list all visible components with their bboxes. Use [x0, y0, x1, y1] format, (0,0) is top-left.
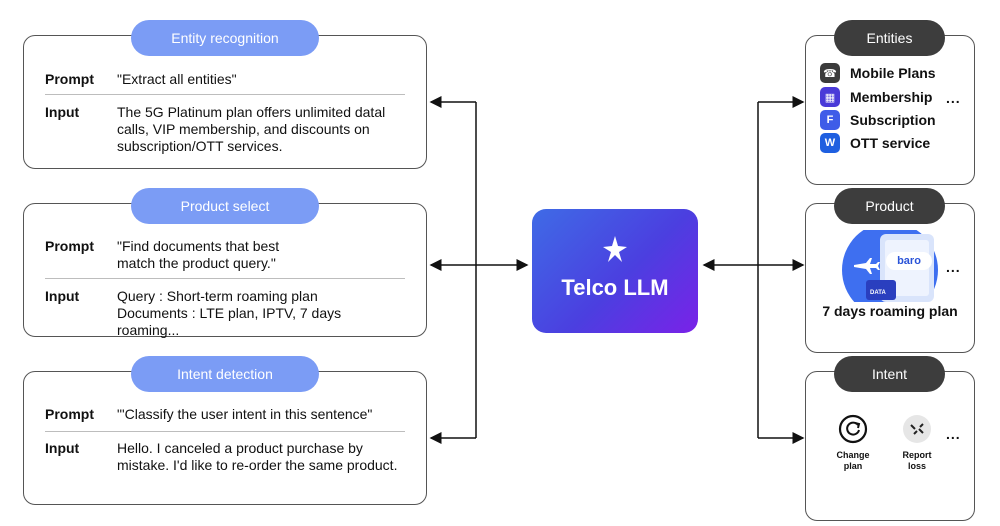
baro-brand-badge: baro	[886, 252, 932, 270]
more-ellipsis: ...	[946, 259, 961, 275]
prompt-label: Prompt	[45, 238, 94, 254]
row-divider	[45, 431, 405, 432]
telco-llm-title: Telco LLM	[561, 275, 669, 300]
membership-card-icon: ▦	[820, 87, 840, 107]
entity-item: F Subscription	[820, 109, 936, 131]
intent-detection-tag: Intent detection	[131, 356, 319, 392]
prompt-text: "Extract all entities"	[117, 71, 237, 87]
input-label: Input	[45, 288, 80, 304]
subscription-f-icon: F	[820, 110, 840, 130]
entity-label: OTT service	[850, 135, 931, 151]
intent-label: Change plan	[836, 450, 870, 471]
sparkle-logo-icon	[603, 236, 627, 262]
more-ellipsis: ...	[946, 426, 961, 442]
prompt-text: "Find documents that best match the prod…	[117, 238, 280, 271]
intent-item: Change plan	[830, 414, 876, 472]
entity-item: ☎ Mobile Plans	[820, 62, 936, 84]
prompt-text: "'Classify the user intent in this sente…	[117, 406, 373, 422]
data-badge: DATA	[870, 290, 886, 296]
intent-output-card: Intent Change plan Report loss ...	[805, 356, 975, 521]
input-text: Hello. I canceled a product purchase by …	[117, 440, 398, 473]
product-caption: 7 days roaming plan	[822, 303, 958, 319]
product-output-card: Product baro DATA ... 7 days roaming pla…	[805, 188, 975, 353]
entity-label: Subscription	[850, 112, 936, 128]
intent-label: Report loss	[902, 450, 932, 471]
input-text: Query : Short-term roaming plan Document…	[117, 288, 342, 338]
input-text: The 5G Platinum plan offers unlimited da…	[117, 104, 386, 154]
product-select-card: Product select Prompt "Find documents th…	[23, 188, 427, 338]
brand-name: baro	[897, 255, 921, 267]
product-select-tag: Product select	[131, 188, 319, 224]
prompt-label: Prompt	[45, 71, 94, 87]
entities-tag: Entities	[834, 20, 945, 56]
telco-llm-box: Telco LLM	[532, 209, 698, 333]
intent-item: Report loss	[894, 414, 940, 472]
entity-label: Membership	[850, 89, 933, 105]
phone-plan-icon: ☎	[820, 63, 840, 83]
intent-detection-card: Intent detection Prompt "'Classify the u…	[23, 356, 427, 505]
entity-label: Mobile Plans	[850, 65, 936, 81]
prompt-label: Prompt	[45, 406, 94, 422]
product-tag: Product	[834, 188, 945, 224]
row-divider	[45, 278, 405, 279]
input-label: Input	[45, 104, 80, 120]
entity-recognition-tag: Entity recognition	[131, 20, 319, 56]
ott-w-icon: W	[820, 133, 840, 153]
entity-recognition-card: Entity recognition Prompt "Extract all e…	[23, 20, 427, 169]
more-ellipsis: ...	[946, 90, 961, 106]
entity-item: ▦ Membership	[820, 86, 932, 108]
input-label: Input	[45, 440, 80, 456]
row-divider	[45, 94, 405, 95]
broken-link-icon	[903, 415, 931, 443]
entity-item: W OTT service	[820, 132, 930, 154]
refresh-icon	[838, 414, 868, 444]
intent-tag: Intent	[834, 356, 945, 392]
entities-output-card: Entities ☎ Mobile Plans ▦ Membership F S…	[805, 20, 975, 185]
